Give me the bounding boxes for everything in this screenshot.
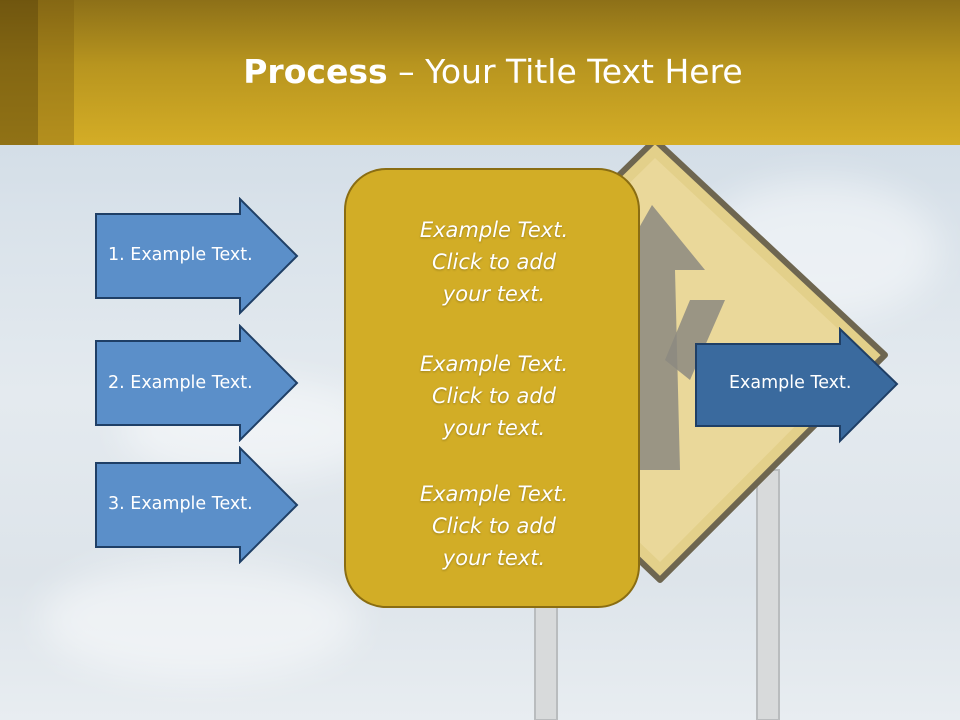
text-line: Example Text. (419, 482, 569, 506)
text-line: Example Text. (419, 352, 569, 376)
header-stripe (38, 0, 74, 145)
center-text-block-3: Example Text. Click to add your text. (346, 478, 642, 574)
page-title[interactable]: Process – Your Title Text Here (0, 52, 960, 91)
text-line: Click to add (431, 384, 556, 408)
cloud-decoration (40, 560, 360, 680)
left-arrow-3-label: 3. Example Text. (108, 494, 253, 514)
right-arrow-label: Example Text. (729, 373, 852, 393)
title-rest: – Your Title Text Here (387, 52, 743, 91)
left-arrow-1[interactable] (94, 197, 300, 315)
text-line: Click to add (431, 250, 556, 274)
left-arrow-1-label: 1. Example Text. (108, 245, 253, 265)
header-band: Process – Your Title Text Here (0, 0, 960, 145)
center-text-box[interactable]: Example Text. Click to add your text. Ex… (344, 168, 640, 608)
left-arrow-2[interactable] (94, 324, 300, 442)
text-line: Example Text. (419, 218, 569, 242)
center-text-block-1: Example Text. Click to add your text. (346, 214, 642, 310)
text-line: your text. (442, 282, 546, 306)
title-bold: Process (243, 52, 388, 91)
left-arrow-3[interactable] (94, 446, 300, 564)
header-stripe (0, 0, 38, 145)
text-line: your text. (442, 546, 546, 570)
right-arrow[interactable] (694, 327, 900, 445)
text-line: your text. (442, 416, 546, 440)
center-text-block-2: Example Text. Click to add your text. (346, 348, 642, 444)
text-line: Click to add (431, 514, 556, 538)
left-arrow-2-label: 2. Example Text. (108, 373, 253, 393)
